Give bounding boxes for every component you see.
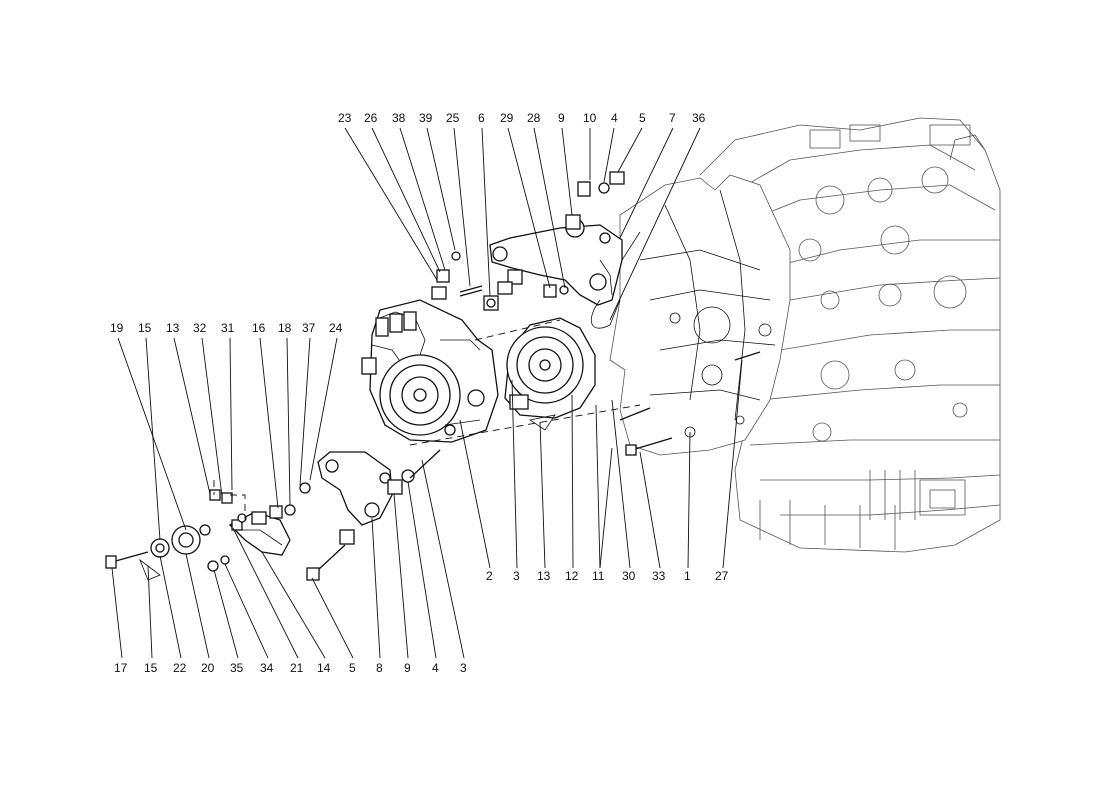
callout-17: 17 (114, 661, 128, 675)
ac-compressor (504, 317, 596, 431)
callout-30: 30 (622, 569, 636, 583)
cover-studs (619, 351, 761, 456)
callout-29: 29 (500, 111, 514, 125)
callout-1: 1 (684, 569, 691, 583)
callout-38: 38 (392, 111, 406, 125)
callout-9-top: 9 (558, 111, 565, 125)
callout-7: 7 (669, 111, 676, 125)
callout-5-bottom: 5 (349, 661, 356, 675)
tensioner-assembly (105, 482, 311, 581)
callout-5-top: 5 (639, 111, 646, 125)
callout-4-bottom: 4 (432, 661, 439, 675)
callout-20: 20 (201, 661, 215, 675)
callout-39: 39 (419, 111, 433, 125)
lower-bracket (306, 449, 441, 581)
callout-28: 28 (527, 111, 541, 125)
callout-22: 22 (173, 661, 187, 675)
callout-37: 37 (302, 321, 316, 335)
callout-2: 2 (486, 569, 493, 583)
upper-hardware (431, 171, 641, 329)
callout-16: 16 (252, 321, 266, 335)
leader-lines (111, 127, 743, 659)
callout-18: 18 (278, 321, 292, 335)
callout-labels: 23 26 38 39 25 6 29 28 9 10 4 5 7 36 19 … (110, 111, 729, 675)
callout-10: 10 (583, 111, 597, 125)
callout-9-bottom: 9 (404, 661, 411, 675)
callout-4-top: 4 (611, 111, 618, 125)
callout-32: 32 (193, 321, 207, 335)
callout-23: 23 (338, 111, 352, 125)
callout-3-mid: 3 (513, 569, 520, 583)
engine-block (699, 117, 1001, 553)
callout-14: 14 (317, 661, 331, 675)
callout-8: 8 (376, 661, 383, 675)
callout-13-mid: 13 (537, 569, 551, 583)
callout-6: 6 (478, 111, 485, 125)
callout-31: 31 (221, 321, 235, 335)
callout-24: 24 (329, 321, 343, 335)
callout-15-bottom: 15 (144, 661, 158, 675)
upper-bracket (489, 214, 623, 306)
callout-3-bottom: 3 (460, 661, 467, 675)
callout-12: 12 (565, 569, 579, 583)
callout-11: 11 (592, 569, 605, 583)
callout-26: 26 (364, 111, 378, 125)
callout-19: 19 (110, 321, 124, 335)
callout-34: 34 (260, 661, 274, 675)
callout-21: 21 (290, 661, 304, 675)
timing-cover (609, 174, 791, 456)
alternator (361, 299, 499, 443)
callout-35: 35 (230, 661, 244, 675)
callout-27: 27 (715, 569, 729, 583)
callout-13-left: 13 (166, 321, 180, 335)
alignment-lines (213, 319, 641, 520)
callout-15-top: 15 (138, 321, 152, 335)
callout-25: 25 (446, 111, 460, 125)
callout-36: 36 (692, 111, 706, 125)
callout-33: 33 (652, 569, 666, 583)
